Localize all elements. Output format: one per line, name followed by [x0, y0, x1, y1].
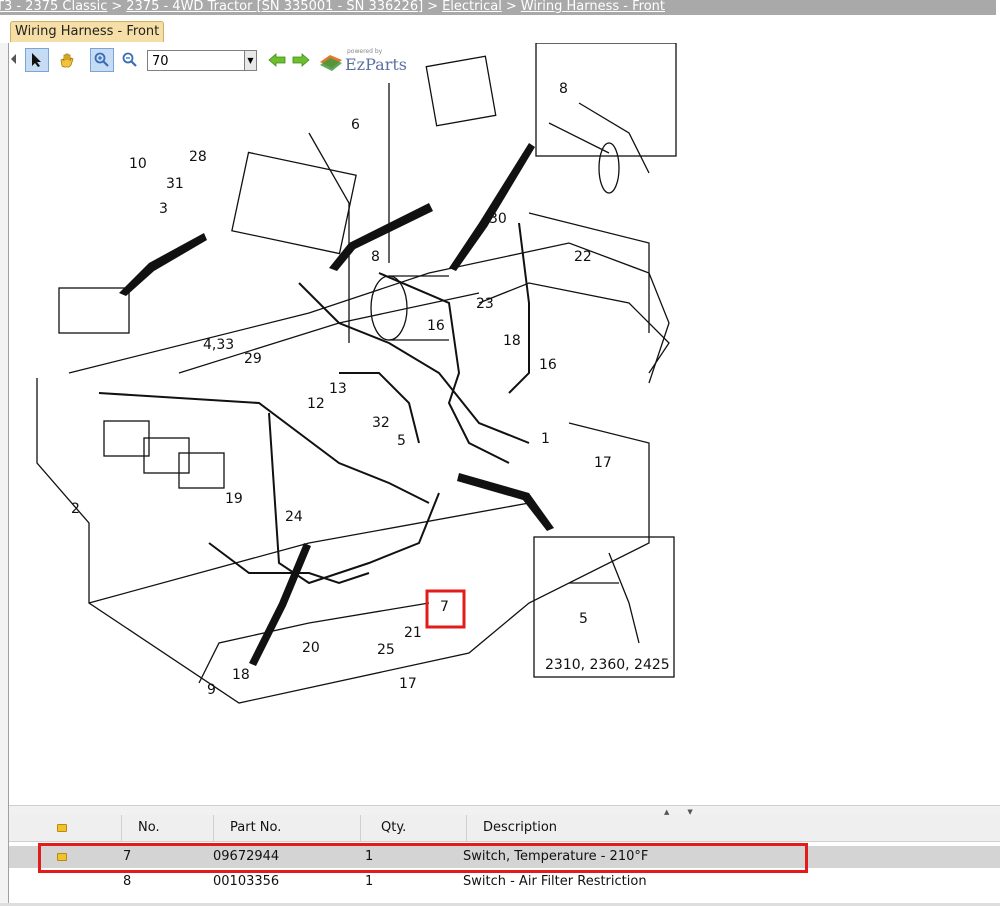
row-qty: 1 — [365, 849, 374, 864]
viewer-toolbar: 70 ▼ powered by EzParts — [10, 47, 407, 74]
row-part-no: 00103356 — [213, 874, 280, 889]
callout-30: 30 — [489, 211, 507, 227]
row-part-no: 09672944 — [213, 849, 280, 864]
row-qty: 1 — [365, 874, 374, 889]
breadcrumb-item-model[interactable]: T3 - 2375 Classic — [0, 0, 108, 14]
note-icon — [57, 824, 67, 832]
table-header: No. Part No. Qty. Description — [9, 815, 1000, 842]
back-arrow-icon[interactable] — [265, 48, 289, 72]
column-header-no[interactable]: No. — [121, 815, 213, 841]
callout-19: 19 — [225, 491, 243, 507]
breadcrumb-item-harness[interactable]: Wiring Harness - Front — [520, 0, 665, 14]
row-no: 7 — [123, 849, 132, 864]
column-header-description[interactable]: Description — [466, 815, 1000, 841]
pan-hand-icon[interactable] — [54, 48, 78, 72]
column-header-part-no[interactable]: Part No. — [213, 815, 360, 841]
ezparts-logo-icon — [320, 55, 342, 71]
callout-18b: 18 — [232, 667, 250, 683]
callout-21: 21 — [404, 625, 422, 641]
callout-9: 9 — [207, 682, 216, 698]
callout-20: 20 — [302, 640, 320, 656]
row-no: 8 — [123, 874, 132, 889]
zoom-dropdown-chevron-icon[interactable]: ▼ — [244, 50, 257, 71]
left-panel-edge[interactable] — [0, 43, 9, 903]
breadcrumb-separator: > — [505, 0, 517, 14]
zoom-level-input[interactable]: 70 — [147, 50, 245, 71]
diagram-viewer[interactable]: 10 28 31 3 6 8 8 30 22 23 16 4,33 29 13 … — [9, 43, 1000, 805]
breadcrumb-item-tractor[interactable]: 2375 - 4WD Tractor [SN 335001 - SN 33622… — [126, 0, 424, 14]
callout-29: 29 — [244, 351, 262, 367]
callout-5-inset: 5 — [579, 611, 588, 627]
table-row[interactable]: 8 00103356 1 Switch - Air Filter Restric… — [9, 871, 1000, 893]
callout-18: 18 — [503, 333, 521, 349]
zoom-in-icon[interactable] — [90, 48, 114, 72]
callout-31: 31 — [166, 176, 184, 192]
toolbar-scroll-left-icon[interactable] — [10, 48, 18, 70]
note-icon[interactable] — [57, 853, 67, 861]
callout-32: 32 — [372, 415, 390, 431]
breadcrumb-separator: > — [111, 0, 123, 14]
column-header-icon[interactable] — [9, 815, 121, 841]
parts-diagram[interactable]: 10 28 31 3 6 8 8 30 22 23 16 4,33 29 13 … — [9, 43, 1000, 805]
column-header-qty[interactable]: Qty. — [360, 815, 466, 841]
callout-7-highlight-box — [425, 589, 466, 629]
callout-22: 22 — [574, 249, 592, 265]
breadcrumb-separator: > — [427, 0, 439, 14]
callout-8-inset: 8 — [559, 81, 568, 97]
row-description: Switch - Air Filter Restriction — [463, 874, 647, 889]
table-row[interactable]: 7 09672944 1 Switch, Temperature - 210°F — [9, 846, 1000, 868]
callout-3: 3 — [159, 201, 168, 217]
callout-4-33: 4,33 — [203, 337, 234, 353]
parts-table: No. Part No. Qty. Description 7 09672944… — [9, 815, 1000, 903]
callout-17: 17 — [594, 455, 612, 471]
forward-arrow-icon[interactable] — [289, 48, 313, 72]
selected-row-highlight — [38, 843, 808, 873]
select-pointer-icon[interactable] — [25, 48, 49, 72]
breadcrumb: T3 - 2375 Classic>2375 - 4WD Tractor [SN… — [0, 0, 996, 15]
tab-bar: Wiring Harness - Front — [0, 15, 1000, 43]
callout-28: 28 — [189, 149, 207, 165]
brand-powered-by: powered by — [347, 48, 383, 55]
callout-1: 1 — [541, 431, 550, 447]
horizontal-scrollbar[interactable] — [0, 903, 1000, 906]
callout-7-highlighted: 7 — [440, 599, 449, 615]
brand-name: EzParts — [345, 55, 407, 74]
row-description: Switch, Temperature - 210°F — [463, 849, 649, 864]
splitter-grip-icon[interactable]: ▲▼ — [664, 808, 711, 816]
callout-5: 5 — [397, 433, 406, 449]
tab-wiring-harness-front[interactable]: Wiring Harness - Front — [10, 21, 165, 42]
ezparts-logo: powered by EzParts — [318, 48, 407, 74]
callout-16: 16 — [427, 318, 445, 334]
callout-6: 6 — [351, 117, 360, 133]
callout-8: 8 — [371, 249, 380, 265]
breadcrumb-item-electrical[interactable]: Electrical — [442, 0, 502, 14]
callout-25: 25 — [377, 642, 395, 658]
inset-caption: 2310, 2360, 2425 — [545, 657, 670, 673]
callout-13: 13 — [329, 381, 347, 397]
callout-12: 12 — [307, 396, 325, 412]
callout-2: 2 — [71, 501, 80, 517]
callout-16b: 16 — [539, 357, 557, 373]
callout-10: 10 — [129, 156, 147, 172]
callout-23: 23 — [476, 296, 494, 312]
zoom-out-icon[interactable] — [118, 48, 142, 72]
callout-24: 24 — [285, 509, 303, 525]
callout-17b: 17 — [399, 676, 417, 692]
